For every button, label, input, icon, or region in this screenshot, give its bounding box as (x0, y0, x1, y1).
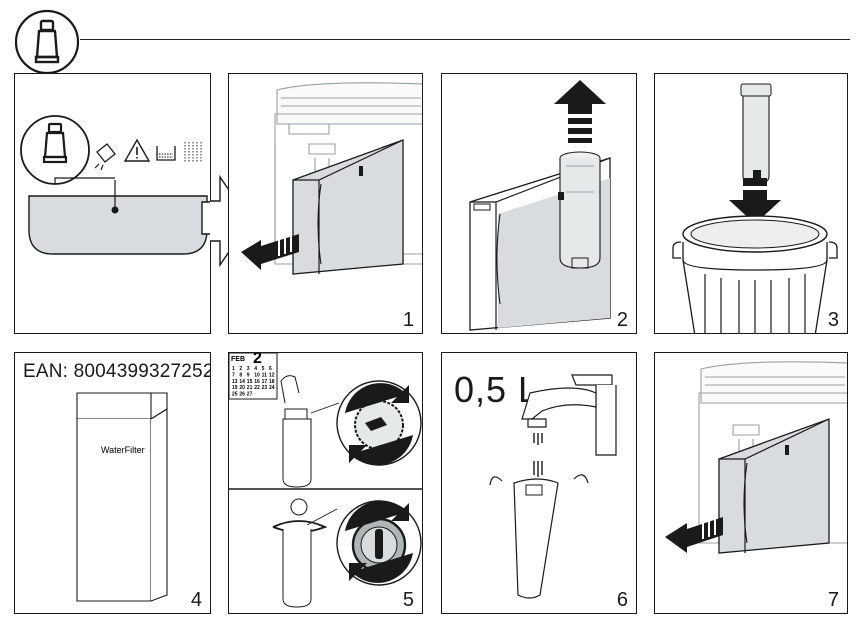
calendar-day: 10 (254, 372, 260, 378)
calendar-day: 4 (254, 366, 257, 372)
old-filter (740, 83, 772, 185)
calendar-day: 9 (247, 372, 250, 378)
step-7-panel: 7 (654, 352, 848, 614)
calendar-day: 15 (247, 379, 253, 385)
calendar-day: 2 (239, 366, 242, 372)
filter-setting-illustration (280, 375, 340, 488)
calendar-day: 27 (247, 392, 253, 398)
step-number: 1 (402, 309, 414, 331)
box-label: WaterFilter (101, 445, 145, 455)
calendar-day: 12 (269, 372, 275, 378)
dial-rotate-icon (336, 500, 422, 586)
step-4-panel: EAN: 8004399327252 WaterFilter 4 (14, 352, 211, 614)
calendar-day: 26 (239, 392, 245, 398)
water-filter-box (76, 392, 168, 602)
calendar-day: 11 (262, 372, 268, 378)
cleaning-tube-icon (42, 122, 68, 164)
water-volume: 0,5 L (454, 369, 540, 410)
calendar-day: 5 (262, 366, 265, 372)
calendar-day: 23 (262, 385, 268, 391)
step-6-panel: 0,5 L 6 (441, 352, 637, 614)
step-number: 5 (402, 589, 414, 611)
water-tap-illustration (521, 374, 617, 456)
calendar-day: 8 (239, 372, 242, 378)
step-number: 4 (190, 589, 202, 611)
trash-bin-illustration (672, 215, 838, 333)
calendar-day: 22 (254, 385, 260, 391)
calendar-day: 24 (269, 385, 275, 391)
lift-up-arrow (554, 80, 606, 143)
push-in-arrow (665, 517, 723, 553)
pull-out-arrow (241, 234, 299, 270)
calendar-day: 25 (232, 392, 238, 398)
calendar-day: 21 (247, 385, 253, 391)
descaler-pour-icon (94, 143, 116, 171)
calendar-day: 20 (239, 385, 245, 391)
intro-panel (14, 73, 211, 334)
calendar-day: 1 (232, 366, 235, 372)
drop-arrow (729, 178, 781, 224)
instructions-icon (184, 142, 202, 162)
step-3-panel: 3 (654, 73, 848, 334)
step-1-panel: 1 (228, 73, 423, 334)
container-icon (156, 146, 176, 161)
warning-icon (123, 138, 151, 162)
step-number: 6 (616, 589, 628, 611)
calendar-day: 6 (269, 366, 272, 372)
header-line (80, 39, 850, 41)
step-number: 3 (827, 309, 839, 331)
ean-code: EAN: 8004399327252 (23, 361, 211, 382)
calendar-step: 2 (253, 353, 262, 367)
calendar-day: 16 (254, 379, 260, 385)
step-number: 2 (616, 309, 628, 331)
step-2-panel: 2 (441, 73, 637, 334)
calendar-day: 7 (232, 372, 235, 378)
calendar-day: 17 (262, 379, 268, 385)
filter-under-water (489, 474, 589, 599)
filter-setting-illustration-2 (272, 498, 338, 608)
calendar-day: 19 (232, 385, 238, 391)
dial-rotate-icon (336, 380, 422, 466)
cleaning-tube-icon (14, 9, 80, 75)
calendar-day: 13 (232, 379, 238, 385)
calendar-day: 18 (269, 379, 275, 385)
calendar-day: 3 (247, 366, 250, 372)
calendar-month: FEB (231, 356, 245, 363)
calendar-day: 14 (239, 379, 245, 385)
water-filter (558, 151, 601, 269)
step-number: 7 (827, 589, 839, 611)
